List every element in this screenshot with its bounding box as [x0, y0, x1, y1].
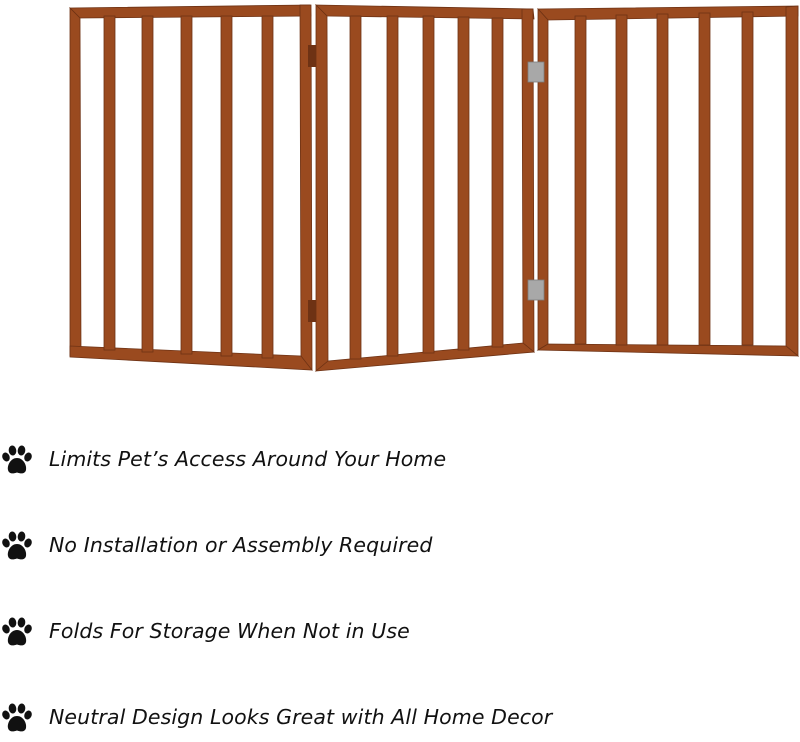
feature-text: Limits Pet’s Access Around Your Home	[49, 447, 447, 471]
paw-icon	[2, 617, 32, 646]
gate-panel-left	[69, 4, 313, 371]
feature-item-2: No Installation or Assembly Required	[0, 526, 800, 566]
folding-pet-gate-image	[69, 4, 800, 372]
feature-item-4: Neutral Design Looks Great with All Home…	[0, 698, 800, 738]
gate-panel-middle	[314, 4, 536, 372]
paw-icon	[2, 445, 32, 474]
paw-icon	[2, 531, 32, 560]
gate-hinges	[308, 45, 545, 322]
feature-item-3: Folds For Storage When Not in Use	[0, 612, 800, 652]
feature-text: No Installation or Assembly Required	[49, 533, 433, 557]
paw-icon	[2, 703, 32, 732]
gate-panel-right	[536, 5, 800, 357]
feature-text: Neutral Design Looks Great with All Home…	[49, 705, 553, 729]
feature-text: Folds For Storage When Not in Use	[49, 619, 410, 643]
feature-item-1: Limits Pet’s Access Around Your Home	[0, 440, 800, 480]
